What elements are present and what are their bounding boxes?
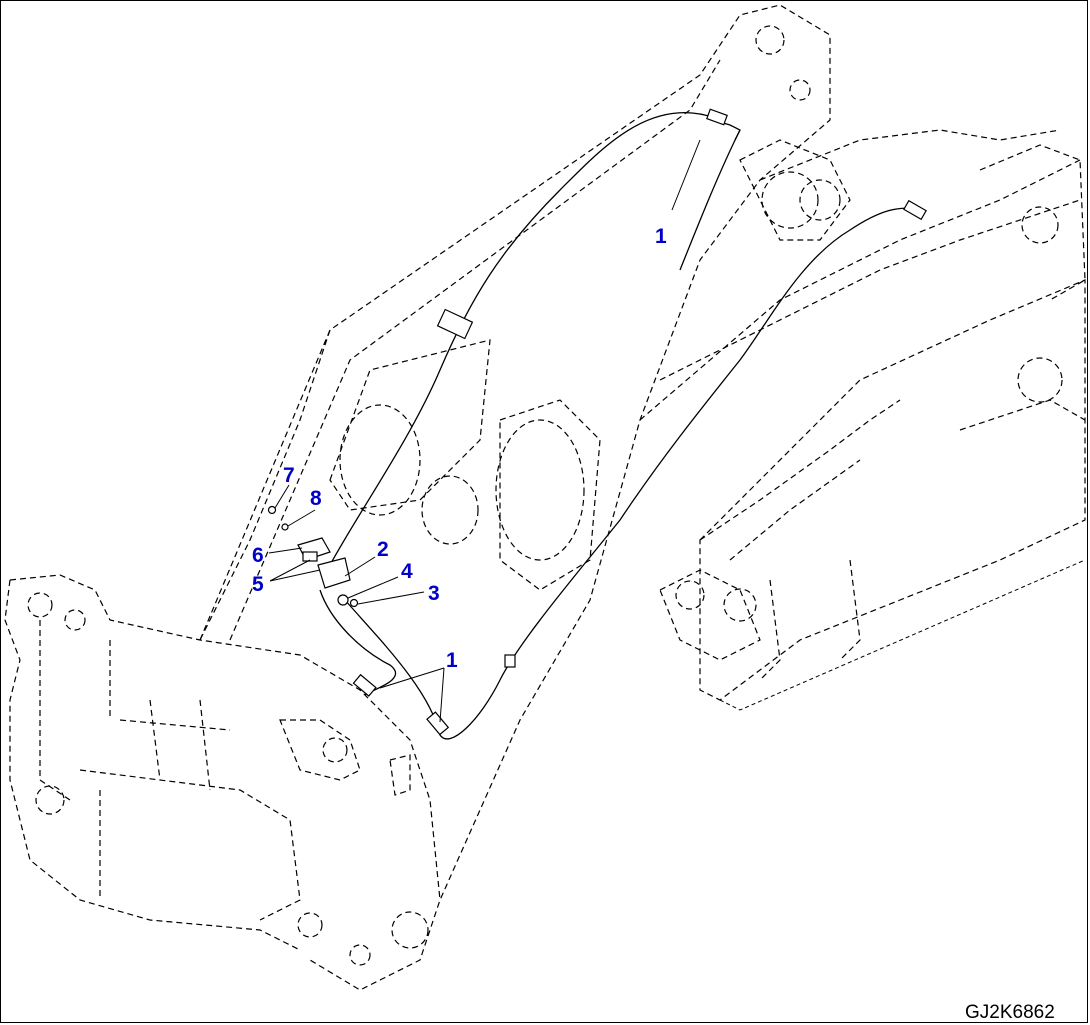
leader-7	[274, 484, 290, 509]
callout-1-lower: 1	[446, 649, 458, 672]
leader-1-lower-b	[439, 667, 445, 723]
leader-1-top	[671, 139, 701, 211]
hose-fitting-right	[903, 199, 927, 221]
leader-6	[268, 547, 303, 554]
leader-3	[357, 591, 425, 605]
callout-3: 3	[428, 582, 440, 605]
callouts: 1 1 2 3 4 5 6 7 8	[252, 225, 667, 672]
hose-clamp-bracket	[436, 308, 474, 340]
callout-6: 6	[252, 544, 264, 567]
loader-arm-outline	[4, 4, 1086, 991]
hose-fitting-lower-left	[352, 673, 377, 697]
drawing-code: GJ2K6862	[965, 1002, 1055, 1023]
callout-2: 2	[377, 538, 389, 561]
hose-fittings	[352, 108, 927, 736]
hose-routing	[319, 112, 921, 740]
leader-lines	[268, 139, 701, 723]
callout-1-top: 1	[655, 225, 667, 248]
hose-fitting-lower-right	[426, 711, 450, 736]
spacer	[281, 523, 289, 531]
leader-2	[344, 556, 376, 577]
leader-4	[347, 576, 399, 599]
leader-5a	[269, 559, 311, 582]
callout-7: 7	[283, 464, 295, 487]
clamp-block	[302, 551, 318, 562]
callout-4: 4	[401, 560, 413, 583]
bracket	[317, 557, 351, 589]
washer	[337, 594, 349, 606]
bolt	[267, 505, 277, 515]
bracket-assembly	[267, 505, 359, 608]
hose-fitting-top	[706, 108, 728, 126]
callout-5: 5	[252, 573, 264, 596]
bolt-head	[349, 598, 359, 608]
leader-1-lower-a	[379, 667, 445, 689]
hose-clip	[504, 654, 516, 668]
leader-5b	[269, 569, 321, 582]
callout-8: 8	[310, 487, 322, 510]
leader-8	[287, 509, 316, 527]
